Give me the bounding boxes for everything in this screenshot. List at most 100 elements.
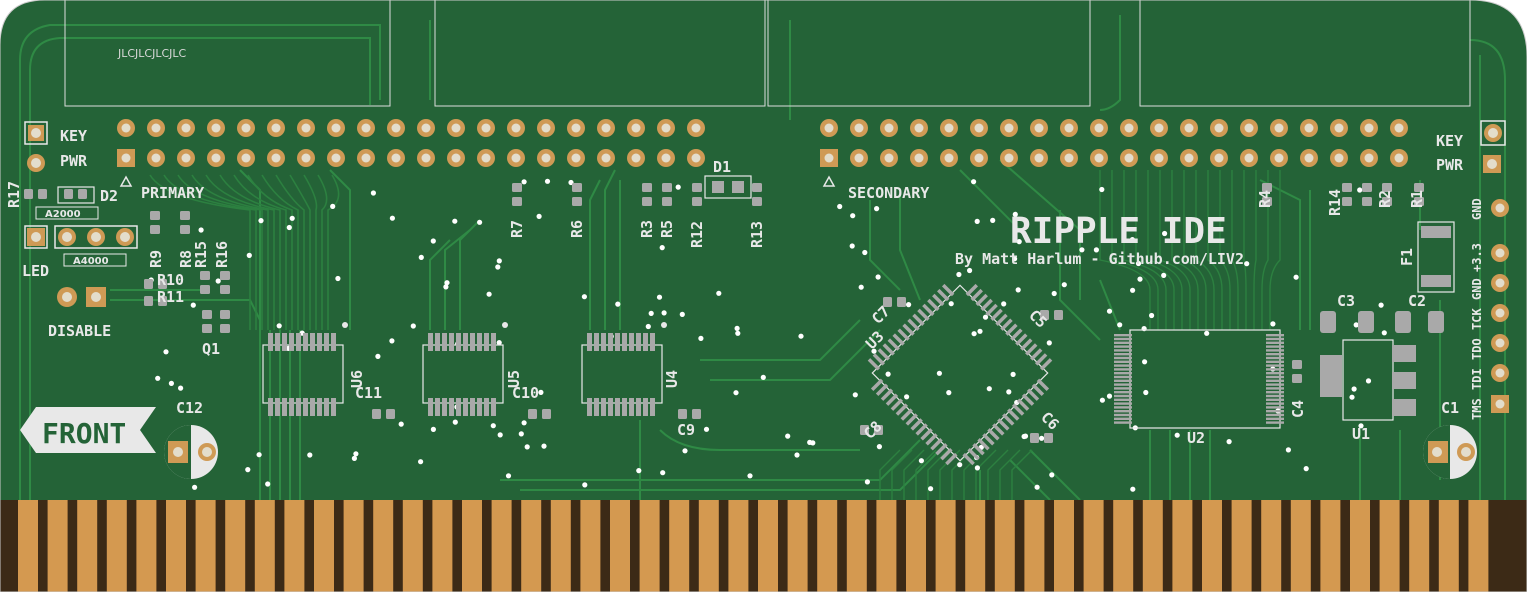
via xyxy=(330,203,336,209)
via xyxy=(1016,239,1022,245)
via xyxy=(276,323,282,329)
via xyxy=(971,331,977,337)
via xyxy=(1142,359,1148,365)
via xyxy=(1051,290,1057,297)
via xyxy=(490,423,496,429)
refdes-r10: R10 xyxy=(157,271,184,289)
via xyxy=(452,419,458,425)
refdes-u6: U6 xyxy=(348,370,366,388)
via xyxy=(1001,301,1007,307)
refdes-r2: R2 xyxy=(1376,190,1394,208)
via xyxy=(1226,439,1232,445)
passives xyxy=(24,175,1424,443)
edge-finger xyxy=(432,500,453,592)
trace xyxy=(1009,459,1051,501)
via xyxy=(656,294,663,300)
edge-finger xyxy=(580,500,601,592)
edge-finger xyxy=(698,500,719,592)
trace xyxy=(1059,210,1101,341)
via xyxy=(1303,466,1309,472)
label-pwr-right: PWR xyxy=(1436,156,1464,174)
via xyxy=(389,215,395,221)
via xyxy=(370,190,376,196)
u1-regulator xyxy=(1320,339,1416,421)
trace xyxy=(869,200,901,291)
via xyxy=(1106,308,1113,314)
edge-finger xyxy=(669,500,690,592)
refdes-r15: R15 xyxy=(192,241,210,268)
edge-finger xyxy=(1261,500,1282,592)
via xyxy=(286,224,292,231)
refdes-r8: R8 xyxy=(177,250,195,268)
via xyxy=(1010,371,1016,377)
via xyxy=(1270,321,1276,327)
via xyxy=(1117,322,1123,328)
via xyxy=(1381,330,1387,336)
via xyxy=(871,348,877,354)
trace xyxy=(1029,449,1081,501)
refdes-r13: R13 xyxy=(748,221,766,248)
via xyxy=(885,371,891,377)
u3-fpga xyxy=(867,283,1053,466)
edge-finger xyxy=(1468,500,1489,592)
label-key-left: KEY xyxy=(60,127,87,145)
primary-header xyxy=(117,119,705,167)
edge-finger xyxy=(906,500,926,592)
u2-flash xyxy=(1114,329,1284,429)
via xyxy=(168,380,174,386)
via xyxy=(874,206,880,212)
via xyxy=(858,284,864,290)
left-jumpers xyxy=(24,121,138,307)
fab-text: JLCJLCJLCJLC xyxy=(117,47,187,60)
jtag-label-3v3: +3.3 xyxy=(1470,243,1484,272)
refdes-r7: R7 xyxy=(508,220,526,238)
via xyxy=(1378,302,1384,308)
via xyxy=(155,375,161,381)
via xyxy=(444,280,450,286)
via xyxy=(660,470,666,476)
right-jumpers xyxy=(1480,120,1506,173)
via xyxy=(1357,187,1363,193)
via xyxy=(398,421,404,427)
via xyxy=(1293,274,1299,280)
board-title: RIPPLE IDE xyxy=(1010,211,1227,252)
via xyxy=(636,468,642,474)
trace xyxy=(329,169,351,330)
via xyxy=(521,179,527,185)
via xyxy=(928,486,934,492)
via xyxy=(971,179,977,185)
via xyxy=(258,218,264,224)
via xyxy=(760,374,766,380)
edge-finger xyxy=(1320,500,1341,592)
trace xyxy=(1099,279,1121,331)
via xyxy=(190,302,196,308)
trace xyxy=(700,319,861,361)
via xyxy=(1161,272,1167,278)
edge-finger xyxy=(462,500,482,592)
trace xyxy=(444,229,471,330)
via xyxy=(977,328,983,334)
via xyxy=(524,444,530,450)
via xyxy=(335,275,341,282)
via xyxy=(178,385,184,391)
refdes-c9: C9 xyxy=(677,421,695,439)
refdes-u2: U2 xyxy=(1187,429,1205,447)
edge-finger xyxy=(1379,500,1400,592)
refdes-r4: R4 xyxy=(1256,190,1274,208)
refdes-q1: Q1 xyxy=(202,340,220,358)
edge-finger xyxy=(195,500,216,592)
edge-finger xyxy=(1350,500,1370,592)
via xyxy=(679,311,685,317)
trace xyxy=(1259,179,1301,330)
via xyxy=(1130,486,1136,492)
trace xyxy=(659,429,860,451)
via xyxy=(245,467,251,473)
pin1-marker-primary xyxy=(119,175,133,187)
via xyxy=(1106,393,1113,399)
via xyxy=(733,390,739,396)
edge-finger xyxy=(343,500,364,592)
jtag-label-tdi: TDI xyxy=(1470,368,1484,390)
via xyxy=(1149,312,1155,319)
trace xyxy=(19,24,381,500)
